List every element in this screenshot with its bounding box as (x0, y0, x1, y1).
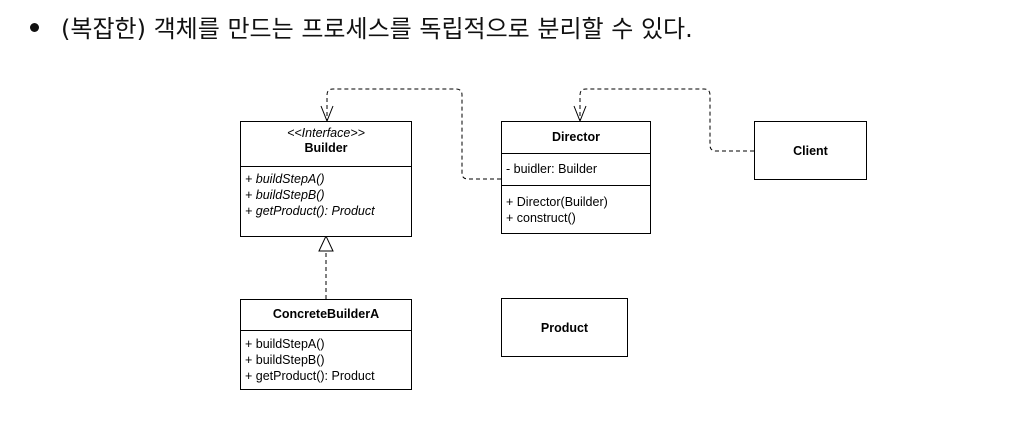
bullet-dot-icon (30, 22, 39, 32)
client-class-box: Client (754, 121, 867, 180)
builder-header: <<Interface>> Builder (241, 122, 411, 166)
builder-method: + buildStepA() (245, 172, 325, 186)
bullet-text: (복잡한) 객체를 만드는 프로세스를 독립적으로 분리할 수 있다. (61, 14, 693, 43)
client-to-director-dependency (579, 88, 754, 152)
concrete-builder-method: + buildStepA() (245, 337, 325, 351)
builder-methods: + buildStepA() + buildStepB() + getProdu… (241, 166, 411, 219)
concrete-builder-methods: + buildStepA() + buildStepB() + getProdu… (241, 330, 411, 384)
concrete-builder-header: ConcreteBuilderA (241, 300, 411, 330)
director-to-builder-dependency (326, 88, 501, 180)
builder-class-box: <<Interface>> Builder + buildStepA() + b… (240, 121, 412, 237)
builder-method: + buildStepB() (245, 188, 325, 202)
director-header: Director (502, 122, 650, 153)
concrete-builder-method: + getProduct(): Product (245, 369, 375, 383)
product-class-box: Product (501, 298, 628, 357)
concrete-builder-class-name: ConcreteBuilderA (272, 307, 380, 321)
builder-method: + getProduct(): Product (245, 204, 375, 218)
director-attribute: - buidler: Builder (506, 162, 598, 176)
concrete-builder-method: + buildStepB() (245, 353, 325, 367)
realization-hollow-triangle-icon (318, 234, 334, 252)
director-class-box: Director - buidler: Builder + Director(B… (501, 121, 651, 234)
concrete-builder-class-box: ConcreteBuilderA + buildStepA() + buildS… (240, 299, 412, 390)
director-methods: + Director(Builder) + construct() (502, 185, 650, 226)
director-method: + construct() (506, 211, 576, 225)
director-method: + Director(Builder) (506, 195, 608, 209)
director-attributes: - buidler: Builder (502, 153, 650, 185)
client-class-name: Client (793, 143, 828, 158)
builder-class-name: Builder (304, 141, 348, 155)
bullet-headline: (복잡한) 객체를 만드는 프로세스를 독립적으로 분리할 수 있다. (30, 6, 693, 46)
product-class-name: Product (540, 320, 589, 335)
director-class-name: Director (552, 130, 600, 144)
builder-stereotype: <<Interface>> (287, 126, 365, 140)
